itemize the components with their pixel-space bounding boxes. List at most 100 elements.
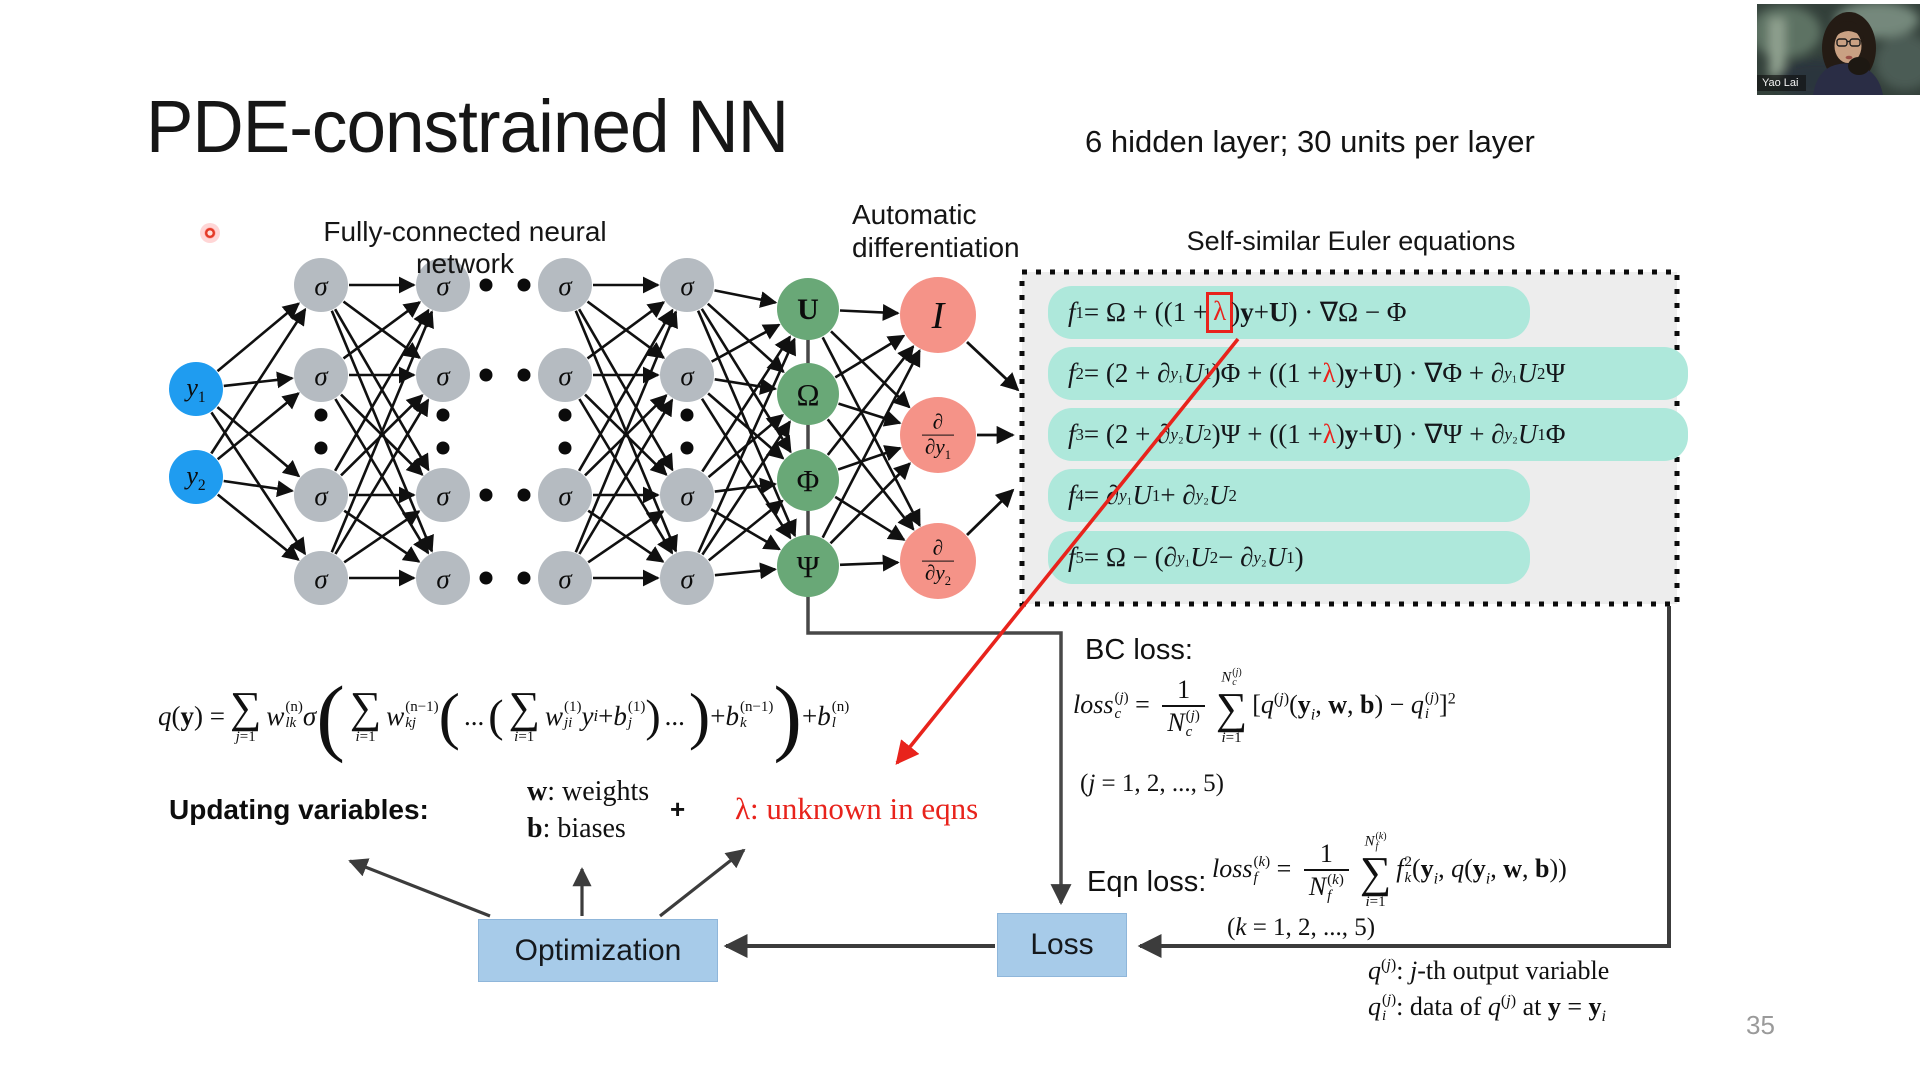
nn-edge <box>839 554 900 572</box>
nn-edge <box>330 310 434 553</box>
nn-edge <box>838 402 902 427</box>
nn-edge <box>830 330 911 409</box>
ellipsis-dot <box>314 408 328 422</box>
sigma-node-label: σ <box>680 564 695 594</box>
bc-loss-range: (j = 1, 2, ..., 5) <box>1080 770 1224 797</box>
ellipsis-dot <box>436 441 450 455</box>
nn-edge <box>707 414 784 479</box>
sigma-node-label: σ <box>314 564 329 594</box>
nn-edge <box>826 418 915 531</box>
nn-edge <box>333 308 430 472</box>
webcam-person <box>1813 12 1883 95</box>
optimization-to-lambda-arrow <box>659 848 746 918</box>
autodiff-label-line1: Automatic <box>852 199 977 230</box>
sigma-node-label: σ <box>436 361 451 391</box>
nn-edge <box>342 300 422 359</box>
subtitle: 6 hidden layer; 30 units per layer <box>1085 124 1535 159</box>
ellipsis-dot <box>558 408 572 422</box>
updating-variables-label: Updating variables: <box>169 794 429 825</box>
dy2-node-label: ∂∂y2 <box>921 535 955 588</box>
note-qij: q(j)i: data of q(j) at y = yi <box>1368 992 1607 1026</box>
nn-edge <box>574 310 678 553</box>
lambda-unknown-label: λ: unknown in eqns <box>735 791 979 826</box>
hidden-node <box>294 468 348 522</box>
identity-node-label: I <box>931 295 945 337</box>
nn-mesh-arrows <box>210 276 921 587</box>
nn-edge <box>343 510 421 564</box>
nn-edge <box>714 378 778 395</box>
nn-edge <box>586 300 666 359</box>
euler-equations-label: Self-similar Euler equations <box>1186 226 1516 256</box>
input-node-y2-label: y2 <box>186 460 206 495</box>
nn-edge <box>587 509 665 563</box>
hidden-node <box>538 551 592 605</box>
dy1-denominator: ∂y1 <box>921 434 955 461</box>
nn-edge <box>333 308 430 472</box>
sigma-node-label: σ <box>558 361 573 391</box>
weights-line: w: weights <box>527 776 650 807</box>
nn-edge <box>223 371 294 389</box>
sigma-node-label: σ <box>680 271 695 301</box>
dy2-numerator: ∂ <box>932 535 944 560</box>
dy2-to-box-arrow <box>966 488 1015 537</box>
nn-edge <box>216 406 301 478</box>
sigma-node-label: σ <box>314 481 329 511</box>
webcam-name-label: Yao Lai <box>1757 75 1806 91</box>
nn-edge <box>210 307 307 455</box>
nn-edge <box>343 509 421 563</box>
dy1-numerator: ∂ <box>932 409 944 434</box>
fcnn-label: Fully-connected neural network <box>323 216 607 279</box>
hidden-node <box>416 468 470 522</box>
nn-edge <box>577 308 674 472</box>
page-title: PDE-constrained NN <box>146 85 789 168</box>
nn-edge <box>707 392 785 460</box>
nn-edge <box>700 398 792 540</box>
nn-edge <box>697 337 796 554</box>
ellipsis-dot <box>680 441 694 455</box>
nn-edge <box>342 301 422 360</box>
hidden-node <box>416 551 470 605</box>
nn-edge <box>839 304 900 321</box>
nn-edge <box>574 310 678 553</box>
hidden-node <box>416 348 470 402</box>
nn-edge <box>584 394 668 477</box>
ellipsis-dot <box>517 571 531 585</box>
bc-loss-label: BC loss: <box>1085 634 1193 666</box>
nn-edge <box>216 392 300 461</box>
ellipsis-dot <box>517 368 531 382</box>
ellipsis-dot <box>479 368 493 382</box>
hidden-node <box>660 468 714 522</box>
sigma-node-label: σ <box>558 481 573 511</box>
autodiff-label: Automatic differentiation <box>852 198 1020 264</box>
nn-edge <box>701 420 791 556</box>
hidden-node <box>294 551 348 605</box>
input-node-y1-label: y1 <box>186 372 206 407</box>
nn-edge <box>587 510 665 564</box>
webcam-video-tile: Yao Lai <box>1757 4 1920 95</box>
nn-edge <box>837 445 902 471</box>
nn-edge <box>586 301 666 360</box>
ellipsis-dot <box>517 488 531 502</box>
nn-edge <box>701 335 792 473</box>
page-number: 35 <box>1746 1010 1775 1040</box>
nn-edge <box>710 323 781 363</box>
eqn-loss-range: (k = 1, 2, ..., 5) <box>1227 914 1376 941</box>
nn-edge <box>334 398 430 555</box>
nn-edge <box>700 308 792 454</box>
nn-edge <box>577 308 674 472</box>
nn-edge <box>578 398 674 555</box>
hidden-node <box>660 551 714 605</box>
nn-edge <box>821 348 921 539</box>
ellipsis-dot <box>436 408 450 422</box>
output-node-psi-label: Ψ <box>796 549 820 584</box>
output-node-omega-label: Ω <box>796 377 820 412</box>
nn-edge <box>834 495 906 541</box>
nn-edge <box>216 493 300 561</box>
ellipsis-dot <box>558 441 572 455</box>
